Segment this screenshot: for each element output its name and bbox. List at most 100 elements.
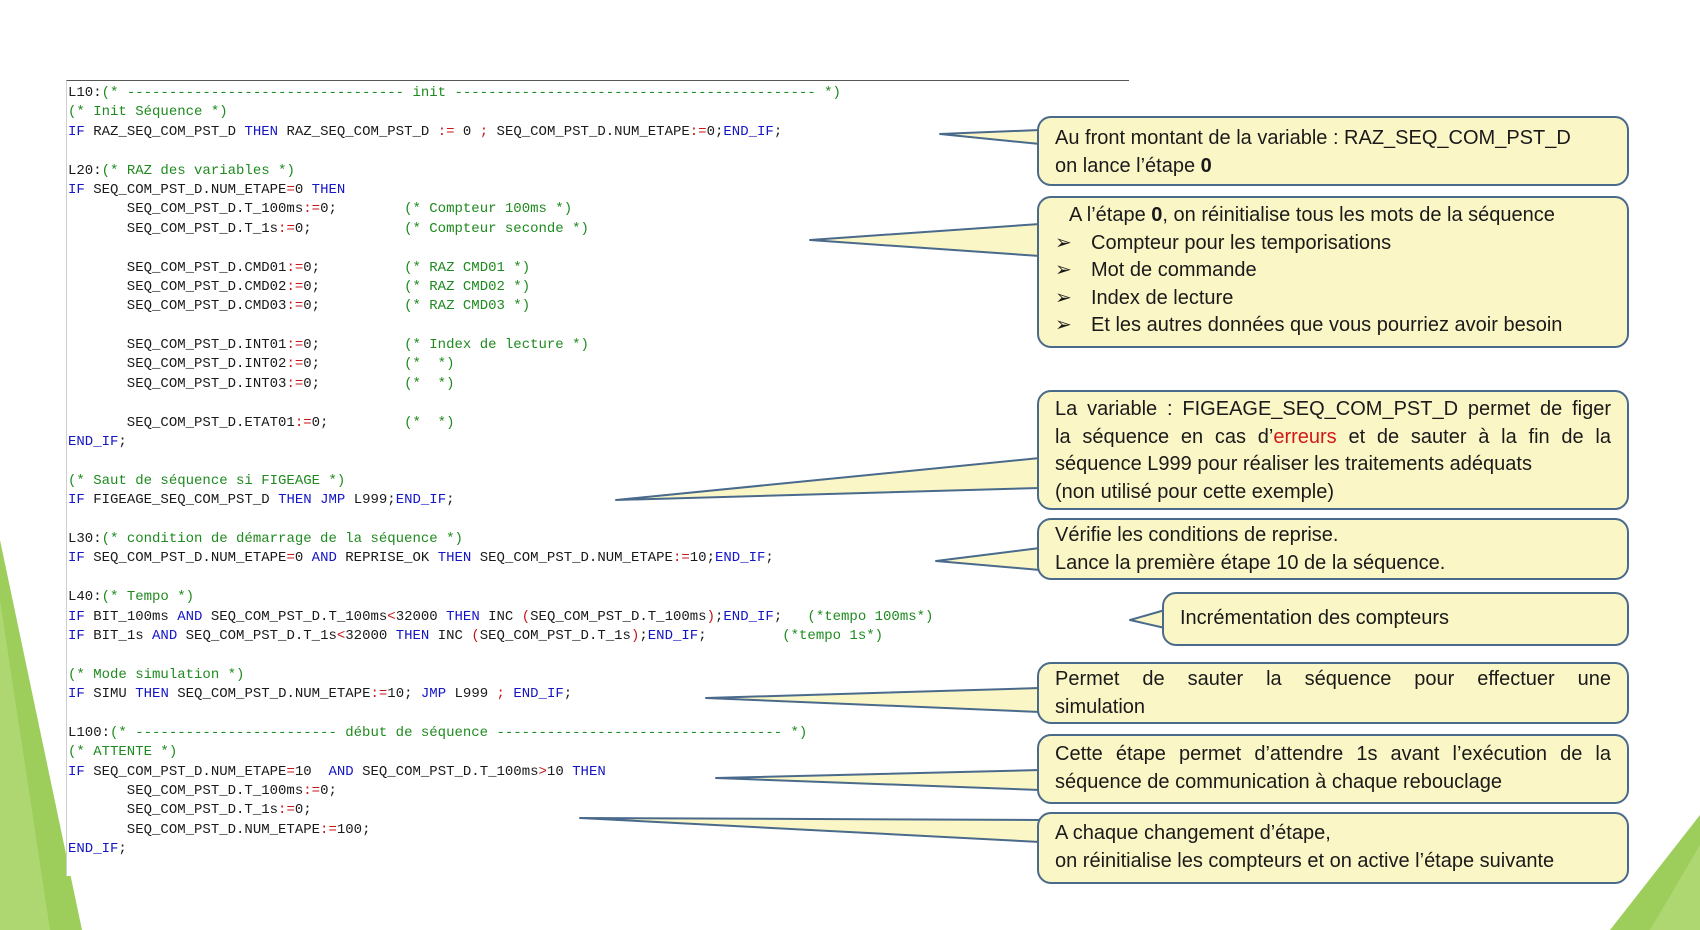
code-token: END_IF xyxy=(723,123,774,140)
code-token: ) xyxy=(630,627,640,644)
callout-2-bullet-text: Index de lecture xyxy=(1091,286,1234,309)
code-token: AND xyxy=(177,608,211,625)
code-token: := xyxy=(370,686,388,703)
code-token: (*tempo 100ms*) xyxy=(807,608,934,625)
code-token: ; xyxy=(698,627,783,644)
code-token: 10; xyxy=(689,550,715,567)
code-token: 100; xyxy=(336,821,371,838)
code-token: SEQ_COM_PST_D.NUM_ETAPE xyxy=(177,686,371,703)
callout-attente: Cette étape permet d’attendre 1s avant l… xyxy=(1037,734,1629,804)
code-token: := xyxy=(286,278,304,295)
code-token: ; xyxy=(639,627,648,644)
callout-figeage: La variable : FIGEAGE_SEQ_COM_PST_D perm… xyxy=(1037,390,1629,510)
code-token: := xyxy=(286,259,304,276)
code-token: ; xyxy=(118,434,127,451)
code-token: SEQ_COM_PST_D.INT01 xyxy=(68,337,287,354)
callout-1-line-2-text: on lance l’étape xyxy=(1055,154,1201,177)
code-token: ; xyxy=(118,841,127,858)
code-token: := xyxy=(286,375,304,392)
code-token: := xyxy=(320,821,337,838)
code-token: = xyxy=(286,550,295,567)
code-token: ; xyxy=(563,686,573,703)
code-token: IF xyxy=(68,763,94,780)
code-token: (* Tempo *) xyxy=(101,589,195,606)
code-token: (* Init Séquence *) xyxy=(68,104,228,121)
callout-reprise: Vérifie les conditions de reprise. Lance… xyxy=(1037,518,1629,580)
code-line: SEQ_COM_PST_D.CMD01:=0; (* RAZ CMD01 *) xyxy=(68,259,933,278)
callout-3-line-2-b: et de sauter à la fin de la xyxy=(1336,425,1611,448)
callout-2-pointer xyxy=(809,223,1041,257)
callout-1-line-1: Au front montant de la variable : RAZ_SE… xyxy=(1055,127,1571,149)
code-token: AND xyxy=(328,763,363,780)
callout-reinit-sequence: A l’étape 0, on réinitialise tous les mo… xyxy=(1037,196,1629,348)
code-line: SEQ_COM_PST_D.CMD02:=0; (* RAZ CMD02 *) xyxy=(68,278,933,297)
code-token: ( xyxy=(521,608,531,625)
code-token: = xyxy=(286,763,295,780)
callout-3-line-4: (non utilisé pour cette exemple) xyxy=(1055,480,1335,503)
code-token: ; xyxy=(496,686,514,703)
code-line: (* Saut de séquence si FIGEAGE *) xyxy=(68,472,933,491)
code-token: END_IF xyxy=(723,608,774,625)
code-token: AND xyxy=(152,627,186,644)
code-token: 10; xyxy=(387,686,421,703)
code-line: END_IF; xyxy=(68,840,933,859)
bullet-arrow-icon: ➢ xyxy=(1055,314,1072,336)
callout-4-line-2: Lance la première étape 10 de la séquenc… xyxy=(1055,551,1446,574)
code-line: L100:(* ------------------------ début d… xyxy=(68,724,933,743)
code-token: (* *) xyxy=(404,375,455,392)
code-token: := xyxy=(286,337,304,354)
code-token: (* condition de démarrage de la séquence… xyxy=(101,530,463,547)
code-token: END_IF xyxy=(513,686,564,703)
code-token: ) xyxy=(706,608,715,625)
code-line: L40:(* Tempo *) xyxy=(68,588,933,607)
code-token: THEN xyxy=(572,763,606,780)
code-token: 0; xyxy=(311,414,405,431)
code-token: 0; xyxy=(303,356,405,373)
bullet-arrow-icon: ➢ xyxy=(1055,286,1072,309)
callout-3-pointer xyxy=(615,457,1041,501)
code-token: 0; xyxy=(303,337,405,354)
code-token: < xyxy=(336,627,346,644)
code-token: 0 xyxy=(462,123,480,140)
code-token: (* ATTENTE *) xyxy=(68,744,178,761)
callout-7-line-1: Cette étape permet d’attendre 1s avant l… xyxy=(1055,743,1611,765)
code-token: ; xyxy=(714,608,724,625)
code-token: (*tempo 1s*) xyxy=(782,627,884,644)
callout-8-line-2: on réinitialise les compteurs et on acti… xyxy=(1055,849,1555,872)
code-token: L10: xyxy=(68,85,102,101)
callout-4-line-1: Vérifie les conditions de reprise. xyxy=(1055,524,1339,546)
code-token: > xyxy=(538,763,547,780)
callout-2-intro-a: A l’étape xyxy=(1069,204,1152,226)
code-token: := xyxy=(278,802,295,819)
code-token: IF xyxy=(68,686,94,703)
callout-5-line-1: Incrémentation des compteurs xyxy=(1180,607,1450,629)
code-token: 0; xyxy=(320,201,405,218)
code-token: ; xyxy=(479,123,497,140)
code-token: IF xyxy=(68,627,94,644)
code-token: 32000 xyxy=(395,608,447,625)
code-line: IF RAZ_SEQ_COM_PST_D THEN RAZ_SEQ_COM_PS… xyxy=(68,123,933,142)
code-token: ; xyxy=(773,123,783,140)
code-token: END_IF xyxy=(647,627,699,644)
code-token: SEQ_COM_PST_D.INT02 xyxy=(68,356,287,373)
callout-8-pointer xyxy=(579,817,1041,843)
code-token: SEQ_COM_PST_D.NUM_ETAPE xyxy=(68,821,321,838)
callout-increment-compteurs: Incrémentation des compteurs xyxy=(1162,592,1629,646)
code-token: THEN xyxy=(437,550,480,567)
code-line: IF BIT_1s AND SEQ_COM_PST_D.T_1s<32000 T… xyxy=(68,627,933,646)
callout-3-errors-word: erreurs xyxy=(1273,425,1337,448)
callout-2-bullet-text: Compteur pour les temporisations xyxy=(1091,231,1392,254)
code-token: 0; xyxy=(303,259,405,276)
code-token: IF xyxy=(68,492,94,509)
callout-raz-front-montant: Au front montant de la variable : RAZ_SE… xyxy=(1037,116,1629,186)
code-token: BIT_1s xyxy=(93,627,153,644)
code-token: := xyxy=(286,298,304,315)
code-token: 0; xyxy=(303,278,405,295)
code-token: THEN xyxy=(311,181,346,198)
code-token: := xyxy=(286,356,304,373)
code-token: := xyxy=(437,123,463,140)
code-token: RAZ_SEQ_COM_PST_D xyxy=(93,123,245,140)
code-line: SEQ_COM_PST_D.INT03:=0; (* *) xyxy=(68,375,933,394)
code-token: L100: xyxy=(68,724,111,741)
